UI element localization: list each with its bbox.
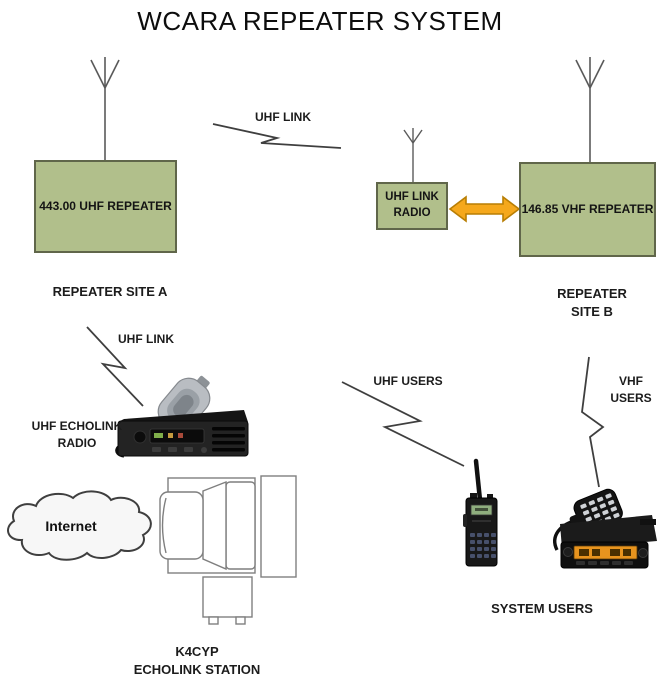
uhf-repeater-box: 443.00 UHF REPEATER bbox=[34, 160, 177, 253]
uhf-link-top-label: UHF LINK bbox=[255, 110, 311, 124]
vhf-users-bolt-icon bbox=[581, 356, 605, 488]
echolink-station-caption: K4CYP ECHOLINK STATION bbox=[133, 644, 261, 678]
site-a-antenna-icon bbox=[90, 57, 120, 160]
computer-top-view-icon bbox=[159, 475, 297, 625]
handheld-radio-icon bbox=[463, 458, 498, 567]
echolink-mobile-radio-icon bbox=[115, 375, 249, 458]
double-arrow-icon bbox=[448, 195, 521, 223]
uhf-users-bolt-icon bbox=[341, 381, 465, 467]
system-users-caption: SYSTEM USERS bbox=[491, 601, 593, 616]
uhf-link-radio-box: UHF LINK RADIO bbox=[376, 182, 448, 230]
uhf-link-bolt-icon bbox=[212, 123, 342, 149]
site-b-caption: REPEATER SITE B bbox=[557, 286, 627, 320]
site-b-antenna-icon bbox=[575, 57, 605, 162]
uhf-users-label: UHF USERS bbox=[373, 374, 443, 388]
page-title: WCARA REPEATER SYSTEM bbox=[137, 6, 503, 36]
vhf-users-label: VHF USERS bbox=[610, 374, 652, 406]
uhf-echolink-radio-caption: UHF ECHOLINK RADIO bbox=[31, 419, 123, 451]
cloud-icon bbox=[7, 490, 152, 561]
vhf-repeater-box: 146.85 VHF REPEATER bbox=[519, 162, 656, 257]
internet-label: Internet bbox=[45, 518, 97, 534]
mobile-radio-with-mic-icon bbox=[553, 488, 657, 569]
site-a-caption: REPEATER SITE A bbox=[52, 284, 168, 299]
uhf-link-echolink-label: UHF LINK bbox=[118, 332, 174, 346]
echolink-uhf-link-bolt-icon bbox=[86, 326, 144, 407]
link-radio-antenna-icon bbox=[403, 128, 423, 182]
